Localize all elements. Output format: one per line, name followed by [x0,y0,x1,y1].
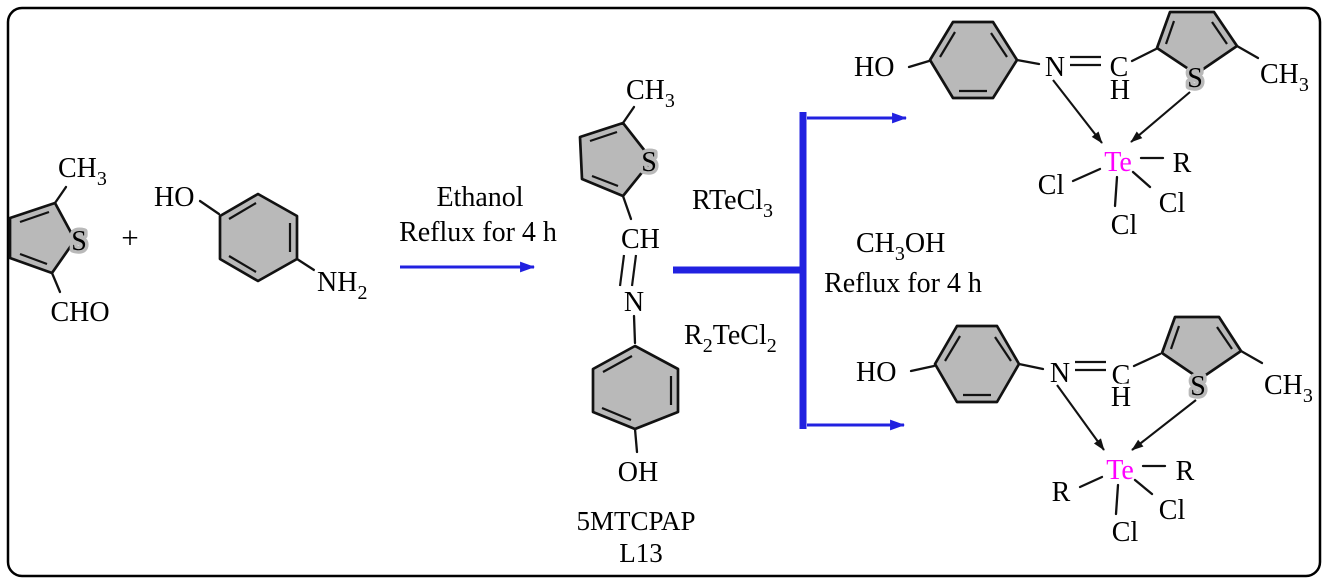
bond-ring-amine [295,257,316,272]
bond-to-methyl [53,185,68,205]
double-bond [1169,325,1181,350]
reactant-aldehyde: CH3 S CHO [8,150,113,332]
double-bond [602,355,633,373]
nitrogen-label: N [1045,52,1065,83]
hydroxyl-label: HO [854,52,894,83]
step1-conditions: Reflux for 4 h [399,217,557,248]
chloro-label: Cl [1038,170,1065,201]
sulfur-label: S [1187,63,1203,94]
branch-bracket: RTeCl3 R2TeCl2 CH3OH Reflux for 4 h [673,112,982,431]
bond-c-ring [1130,47,1158,63]
bond-ring-oh [633,427,639,454]
imine-ch-label: CH [621,224,660,255]
double-bond [601,406,632,422]
imine-double-bond [618,254,626,287]
ligand-code: L13 [619,538,663,568]
double-bond [19,210,50,224]
benzene-ring [218,192,299,283]
sulfur-label: S [1190,371,1206,402]
step1-arrow: Ethanol Reflux for 4 h [399,182,557,273]
double-bond [228,255,257,273]
reactant-aminophenol: HO NH2 [151,179,371,308]
complex-rtecl3: HO N C H S CH3 Te Cl Cl Cl R [851,10,1312,245]
te-cl-bond [1133,478,1154,496]
bond-ring-n [1015,58,1041,66]
double-bond [1216,326,1233,350]
plus-sign: + [121,220,138,255]
bond-to-methyl [1235,44,1260,60]
bond-ho-ring [198,199,221,216]
reagent-rtecl3: RTeCl3 [692,185,773,222]
n-te-coordination-arrow [1056,384,1105,451]
s-te-coordination-arrow [1130,91,1191,143]
te-cl-bond [1113,175,1119,208]
tellurium-label: Te [1104,147,1132,178]
n-te-coordination-arrow [1052,79,1103,144]
step2-conditions: Reflux for 4 h [824,268,982,299]
chloro-label: Cl [1159,495,1186,526]
hydroxyl-label: HO [154,182,194,213]
imine-c-label: C [1110,52,1129,83]
hydroxyl-label: OH [618,457,658,488]
reagent-r2tecl2: R2TeCl2 [684,320,777,357]
step2-solvent: CH3OH [856,228,945,265]
r-group-label: R [1173,148,1192,179]
te-cl-bond [1131,170,1152,189]
ligand-caption: 5MTCPAP L13 [576,506,695,568]
double-bond [19,252,48,266]
double-bond [1164,20,1176,45]
s-te-coordination-arrow [1131,399,1197,451]
bond-ring-n [1017,362,1045,371]
double-bond [944,335,961,362]
r-group-label: R [1176,456,1195,487]
bond-ring-ch [621,194,633,221]
methyl-label: CH3 [626,75,675,112]
bond-to-methyl [621,105,636,125]
imine-h-label: H [1110,75,1130,106]
double-bond [990,32,1008,58]
bond-n-ring [632,314,637,345]
tellurium-label: Te [1106,455,1134,486]
step1-solvent: Ethanol [436,182,523,213]
sulfur-label: S [71,226,87,257]
chloro-label: Cl [1159,188,1186,219]
figure-border [6,6,1322,578]
bond-c-ring [1132,352,1162,368]
bond-to-aldehyde [50,271,62,294]
ligand-name: 5MTCPAP [576,506,695,536]
methyl-label: CH3 [1264,370,1313,407]
complex-r2tecl2: HO N C H S CH3 Te R Cl Cl R [853,315,1316,552]
hydroxyl-label: HO [856,357,896,388]
imine-double-bond [630,254,638,287]
methyl-label: CH3 [1260,59,1309,96]
imine-c-label: C [1112,360,1131,391]
double-bond [589,130,618,143]
r-group-label: R [1052,477,1071,508]
ligand-structure: CH3 S CH N OH [578,72,680,492]
methyl-label: CH3 [58,153,107,190]
sulfur-label: S [641,147,657,178]
nitrogen-label: N [1050,358,1070,389]
nitrogen-label: N [624,287,644,318]
bond-to-methyl [1239,349,1264,365]
double-bond [994,336,1012,362]
double-bond [591,174,619,188]
bond-ho-ring [907,59,931,69]
aldehyde-label: CHO [50,297,109,328]
chloro-label: Cl [1112,517,1139,548]
imine-h-label: H [1111,382,1131,413]
te-cl-bond [1114,483,1120,516]
double-bond [228,202,257,220]
double-bond [939,31,956,58]
te-cl-bond [1071,167,1102,183]
chloro-label: Cl [1111,210,1138,241]
double-bond [1211,21,1228,45]
te-r-bond [1078,475,1104,489]
amine-label: NH2 [317,267,367,304]
bond-ho-ring [909,364,936,373]
